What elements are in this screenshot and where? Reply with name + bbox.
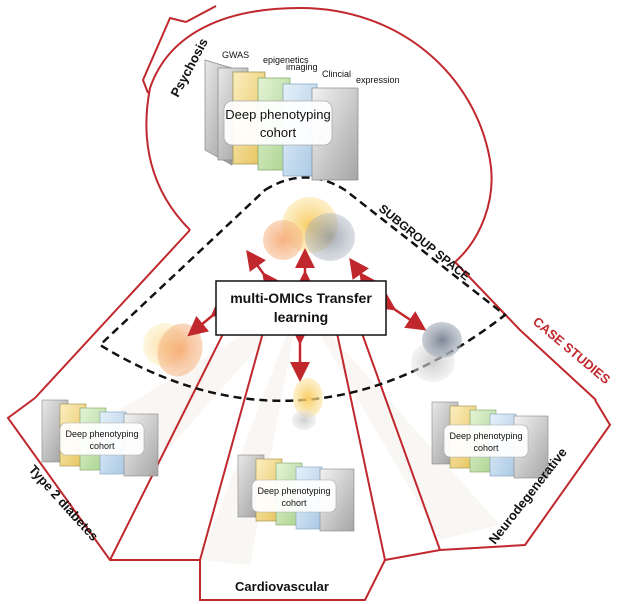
transfer-learning-line1: multi-OMICs Transfer [230, 290, 372, 306]
label-type2-diabetes: Type 2 diabetes [26, 462, 102, 544]
cardio-cohort-line2: cohort [281, 498, 307, 508]
arrow-to-top-left [246, 249, 282, 294]
transfer-learning-line2: learning [274, 309, 328, 325]
cluster-bottom-yellow [293, 378, 323, 418]
transfer-learning-box: multi-OMICs Transfer learning [215, 280, 387, 336]
type2-cohort-line1: Deep phenotyping [65, 429, 138, 439]
layer-label-imaging: imaging [286, 62, 318, 72]
type2-cohort-stack: Deep phenotyping cohort [41, 399, 159, 477]
cluster-right-slate [422, 322, 462, 358]
arrow-to-top-right [349, 257, 379, 294]
cluster-left-orange [157, 323, 203, 377]
label-subgroup-space: SUBGROUP SPACE [376, 201, 473, 283]
type2-cohort-line2: cohort [89, 441, 115, 451]
psychosis-region [141, 5, 493, 263]
psychosis-cohort-line2: cohort [260, 125, 297, 140]
layer-label-gwas: GWAS [222, 50, 249, 60]
psychosis-cohort-stack: Deep phenotyping cohort [204, 59, 359, 181]
arrow-to-right [374, 291, 427, 331]
cardio-cohort-line1: Deep phenotyping [257, 486, 330, 496]
cardio-cohort-stack: Deep phenotyping cohort [237, 454, 355, 532]
psychosis-cohort-line1: Deep phenotyping [225, 107, 331, 122]
subgroup-clusters [143, 197, 462, 430]
case-studies-fan [6, 229, 612, 601]
layer-label-epigenetics: epigenetics [263, 55, 309, 65]
arrow-to-left [187, 296, 233, 337]
neuro-cohort-line1: Deep phenotyping [449, 431, 522, 441]
cluster-top-slate [305, 213, 355, 261]
layer-label-clincial: Clincial [322, 69, 351, 79]
omics-layer-labels: GWAS epigenetics imaging Clincial expres… [222, 50, 400, 85]
label-cardiovascular: Cardiovascular [235, 579, 329, 594]
layer-label-expression: expression [356, 75, 400, 85]
neuro-cohort-stack: Deep phenotyping cohort [431, 401, 549, 479]
neuro-cohort-line2: cohort [473, 443, 499, 453]
cluster-bottom-grey [292, 410, 316, 430]
cluster-top-orange [263, 220, 303, 260]
transfer-arrows [187, 248, 427, 382]
label-psychosis: Psychosis [167, 36, 210, 100]
